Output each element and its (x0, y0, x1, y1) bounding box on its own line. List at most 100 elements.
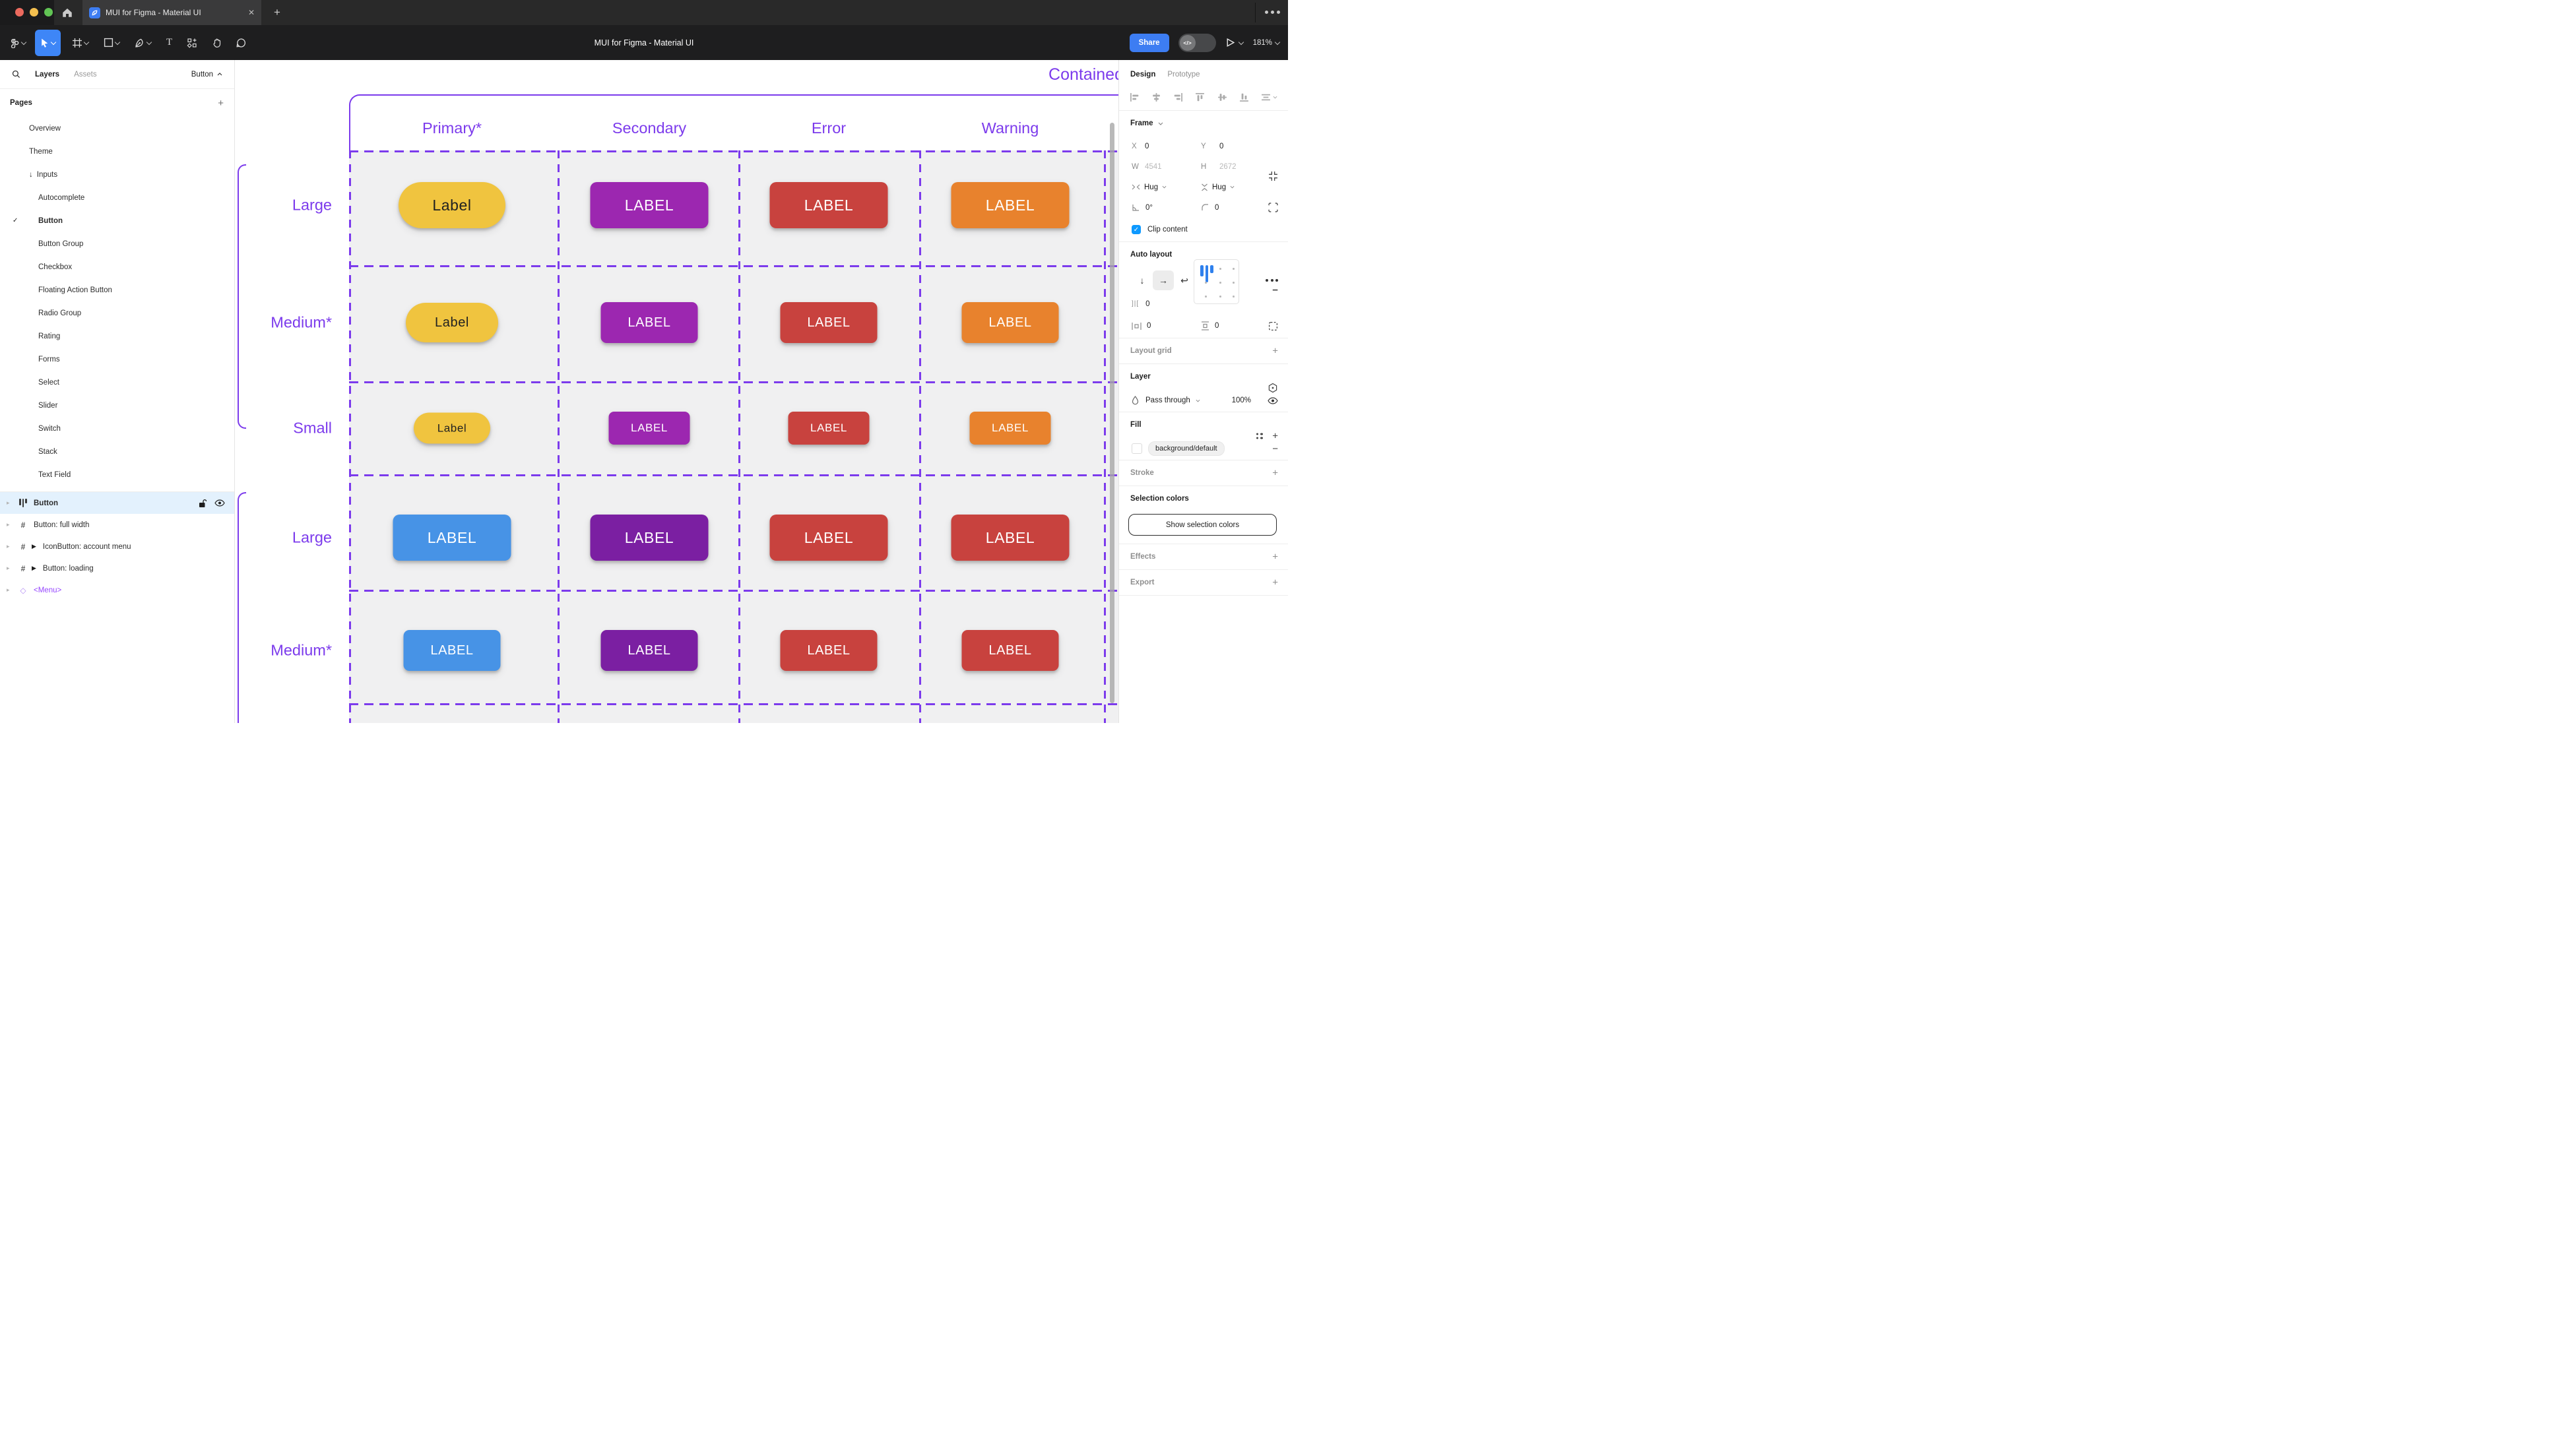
canvas-button[interactable]: Label (399, 182, 505, 228)
tab-close-icon[interactable]: ✕ (247, 8, 255, 17)
align-left-icon[interactable] (1130, 92, 1140, 102)
canvas-button[interactable]: LABEL (788, 412, 870, 445)
present-button[interactable] (1225, 38, 1244, 47)
align-bottom-icon[interactable] (1239, 92, 1249, 102)
direction-horizontal-button[interactable]: → (1153, 270, 1174, 290)
disclosure-chevron-icon[interactable]: ▸ (7, 565, 10, 571)
tab-layers[interactable]: Layers (35, 70, 60, 79)
home-icon[interactable] (61, 7, 73, 18)
canvas-button[interactable]: LABEL (590, 515, 709, 561)
add-layout-grid-button[interactable]: + (1272, 345, 1278, 357)
share-button[interactable]: Share (1129, 33, 1169, 52)
vertical-sizing-dropdown[interactable]: Hug (1201, 183, 1235, 191)
individual-padding-icon[interactable] (1268, 321, 1278, 331)
add-page-button[interactable]: + (218, 97, 224, 109)
page-item-floating-action-button[interactable]: Floating Action Button (0, 278, 234, 301)
align-right-icon[interactable] (1173, 92, 1183, 102)
canvas-button[interactable]: LABEL (600, 302, 698, 343)
corner-radius-input[interactable]: 0 (1215, 203, 1219, 212)
page-item-autocomplete[interactable]: Autocomplete (0, 186, 234, 209)
resources-tool-button[interactable] (182, 30, 202, 56)
page-item-select[interactable]: Select (0, 371, 234, 394)
align-horizontal-center-icon[interactable] (1151, 92, 1161, 102)
fill-token[interactable]: background/default (1148, 441, 1225, 456)
new-tab-button[interactable]: + (274, 6, 280, 18)
page-item-button[interactable]: ✓Button (0, 209, 234, 232)
independent-corners-icon[interactable] (1268, 203, 1278, 212)
styles-icon[interactable] (1256, 433, 1264, 439)
canvas-button[interactable]: Label (406, 303, 498, 342)
add-effect-button[interactable]: + (1272, 551, 1278, 563)
page-item-inputs[interactable]: ↓Inputs (0, 163, 234, 186)
align-vertical-center-icon[interactable] (1217, 92, 1227, 102)
zoom-level-control[interactable]: 181% (1253, 39, 1280, 47)
direction-wrap-button[interactable]: ↩ (1180, 274, 1188, 286)
layer-item-button-full-width[interactable]: ▸#Button: full width (0, 514, 234, 536)
window-more-options-icon[interactable] (1265, 11, 1280, 14)
width-input[interactable]: 4541 (1145, 162, 1162, 171)
direction-vertical-button[interactable]: ↓ (1140, 275, 1145, 286)
chevron-down-icon[interactable] (1158, 122, 1163, 125)
page-item-stack[interactable]: Stack (0, 440, 234, 463)
align-top-icon[interactable] (1195, 92, 1205, 102)
clip-content-checkbox[interactable]: ✓ (1132, 225, 1141, 234)
disclosure-chevron-icon[interactable]: ▸ (7, 499, 10, 506)
eye-icon[interactable] (214, 499, 225, 507)
canvas-button[interactable]: LABEL (961, 302, 1059, 343)
canvas-button[interactable]: LABEL (780, 630, 878, 671)
tab-assets[interactable]: Assets (74, 70, 97, 79)
layer-item-iconbutton-account-menu[interactable]: ▸#▶IconButton: account menu (0, 536, 234, 557)
layer-item-button[interactable]: ▸Button (0, 492, 234, 514)
horizontal-padding-input[interactable]: 0 (1147, 322, 1151, 330)
page-item-checkbox[interactable]: Checkbox (0, 255, 234, 278)
canvas-button[interactable]: LABEL (961, 630, 1059, 671)
search-icon[interactable] (12, 70, 20, 79)
dev-mode-toggle[interactable]: </> (1178, 33, 1216, 52)
eye-icon[interactable] (1268, 396, 1278, 404)
layer-item-button-loading[interactable]: ▸#▶Button: loading (0, 557, 234, 579)
page-item-overview[interactable]: Overview (0, 117, 234, 140)
minimize-window-button[interactable] (30, 8, 38, 16)
tab-design[interactable]: Design (1130, 71, 1156, 79)
page-item-theme[interactable]: Theme (0, 140, 234, 163)
auto-layout-more-icon[interactable] (1266, 279, 1278, 282)
canvas-button[interactable]: LABEL (600, 630, 698, 671)
canvas-button[interactable]: LABEL (769, 515, 888, 561)
page-item-radio-group[interactable]: Radio Group (0, 301, 234, 325)
zoom-window-button[interactable] (44, 8, 53, 16)
blend-mode-icon[interactable] (1268, 383, 1278, 393)
comment-tool-button[interactable] (231, 30, 251, 56)
page-item-forms[interactable]: Forms (0, 348, 234, 371)
add-fill-button[interactable]: + (1272, 430, 1278, 442)
opacity-input[interactable]: 100% (1231, 396, 1251, 404)
layer-item--menu-[interactable]: ▸◇<Menu> (0, 579, 234, 601)
text-tool-button[interactable]: T (162, 30, 177, 56)
canvas-button[interactable]: LABEL (951, 515, 1070, 561)
canvas-button[interactable]: LABEL (393, 515, 511, 561)
add-stroke-button[interactable]: + (1272, 467, 1278, 479)
pen-tool-button[interactable] (130, 30, 156, 56)
canvas-button[interactable]: LABEL (769, 182, 888, 228)
frame-tool-button[interactable] (67, 30, 94, 56)
canvas-button[interactable]: Label (414, 412, 490, 444)
horizontal-sizing-dropdown[interactable]: Hug (1132, 183, 1167, 191)
rotation-input[interactable]: 0° (1145, 203, 1153, 212)
collapse-icon[interactable] (1268, 172, 1278, 181)
remove-fill-button[interactable]: − (1272, 443, 1278, 455)
vertical-padding-input[interactable]: 0 (1215, 322, 1219, 330)
shape-tool-button[interactable] (99, 30, 125, 56)
disclosure-chevron-icon[interactable]: ▸ (7, 521, 10, 528)
page-item-button-group[interactable]: Button Group (0, 232, 234, 255)
remove-auto-layout-button[interactable]: − (1272, 284, 1278, 296)
disclosure-chevron-icon[interactable]: ▸ (7, 586, 10, 593)
height-input[interactable]: 2672 (1219, 162, 1237, 171)
page-item-rating[interactable]: Rating (0, 325, 234, 348)
canvas-button[interactable]: LABEL (780, 302, 878, 343)
main-menu-button[interactable] (5, 30, 31, 56)
disclosure-chevron-icon[interactable]: ▸ (7, 543, 10, 550)
current-page-selector[interactable]: Button (191, 71, 222, 79)
distribute-menu-button[interactable] (1261, 92, 1277, 102)
frame-title[interactable]: Contained (1048, 65, 1118, 84)
blend-mode-dropdown[interactable]: Pass through (1145, 396, 1190, 404)
